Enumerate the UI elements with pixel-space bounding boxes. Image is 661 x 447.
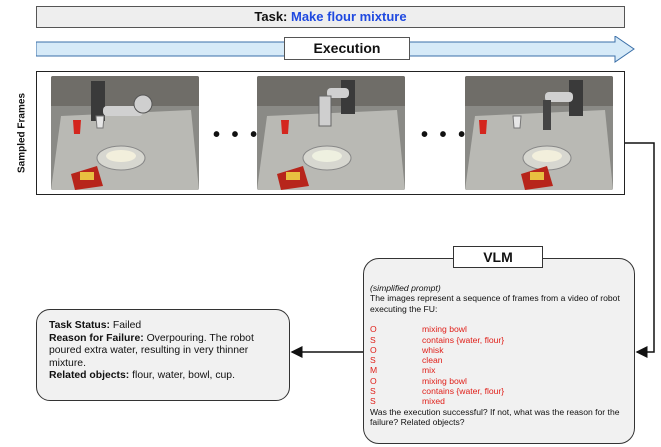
fu-type: S [370,355,376,366]
task-status-label: Task Status: [49,320,111,331]
task-bar: Task: Make flour mixture [36,6,625,28]
execution-label: Execution [284,37,410,60]
task-goal: Make flour mixture [291,9,407,24]
fu-text: whisk [422,344,444,355]
vlm-title: VLM [453,246,543,268]
fu-type: S [370,386,376,396]
execution-arrow: Execution [35,35,636,64]
result-panel [36,309,290,401]
failure-reason-label: Reason for Failure: [49,332,144,344]
related-objects-label: Related objects: [49,370,130,382]
task-prefix: Task: [254,9,291,24]
fu-type: S [370,396,376,407]
fu-type: S [370,334,376,345]
frames-to-vlm-arrow [625,142,655,358]
frame-image-2 [257,76,405,190]
vlm-prompt-text: (simplified prompt) The images represent… [370,283,628,427]
related-objects-value: flour, water, bowl, cup. [132,370,235,382]
fu-text: clean [422,355,443,366]
frame-image-3 [465,76,613,190]
vlm-intro: The images represent a sequence of frame… [370,293,620,314]
fu-text: mixing bowl [422,375,467,386]
vlm-question: Was the execution successful? If not, wh… [370,406,620,427]
fu-text: mixing bowl [422,324,467,335]
vlm-prompt-panel [363,258,635,444]
ellipsis-2: • • • [421,124,469,146]
fu-type: M [370,365,378,376]
related-objects-line: Related objects: flour, water, bowl, cup… [49,370,281,383]
fu-text: contains {water, flour} [422,386,505,396]
fu-text: contains {water, flour} [422,334,505,345]
fu-text: mix [422,365,436,376]
task-status-value: Failed [112,320,142,331]
fu-text: mixed [422,396,445,407]
fu-type: O [370,324,377,335]
task-status-line: Task Status: Failed [49,320,281,333]
ellipsis-1: • • • [213,124,261,146]
fu-type: O [370,375,377,386]
frame-image-1 [51,76,199,190]
vlm-hint: (simplified prompt) [370,283,441,293]
sampled-frames-panel: • • • • • • [36,71,625,195]
failure-reason-value: Overpouring. The robot poured extra wate… [49,332,254,369]
fu-type: O [370,344,377,355]
failure-reason-line: Reason for Failure: Overpouring. The rob… [49,333,281,371]
result-text: Task Status: Failed Reason for Failure: … [49,320,281,383]
